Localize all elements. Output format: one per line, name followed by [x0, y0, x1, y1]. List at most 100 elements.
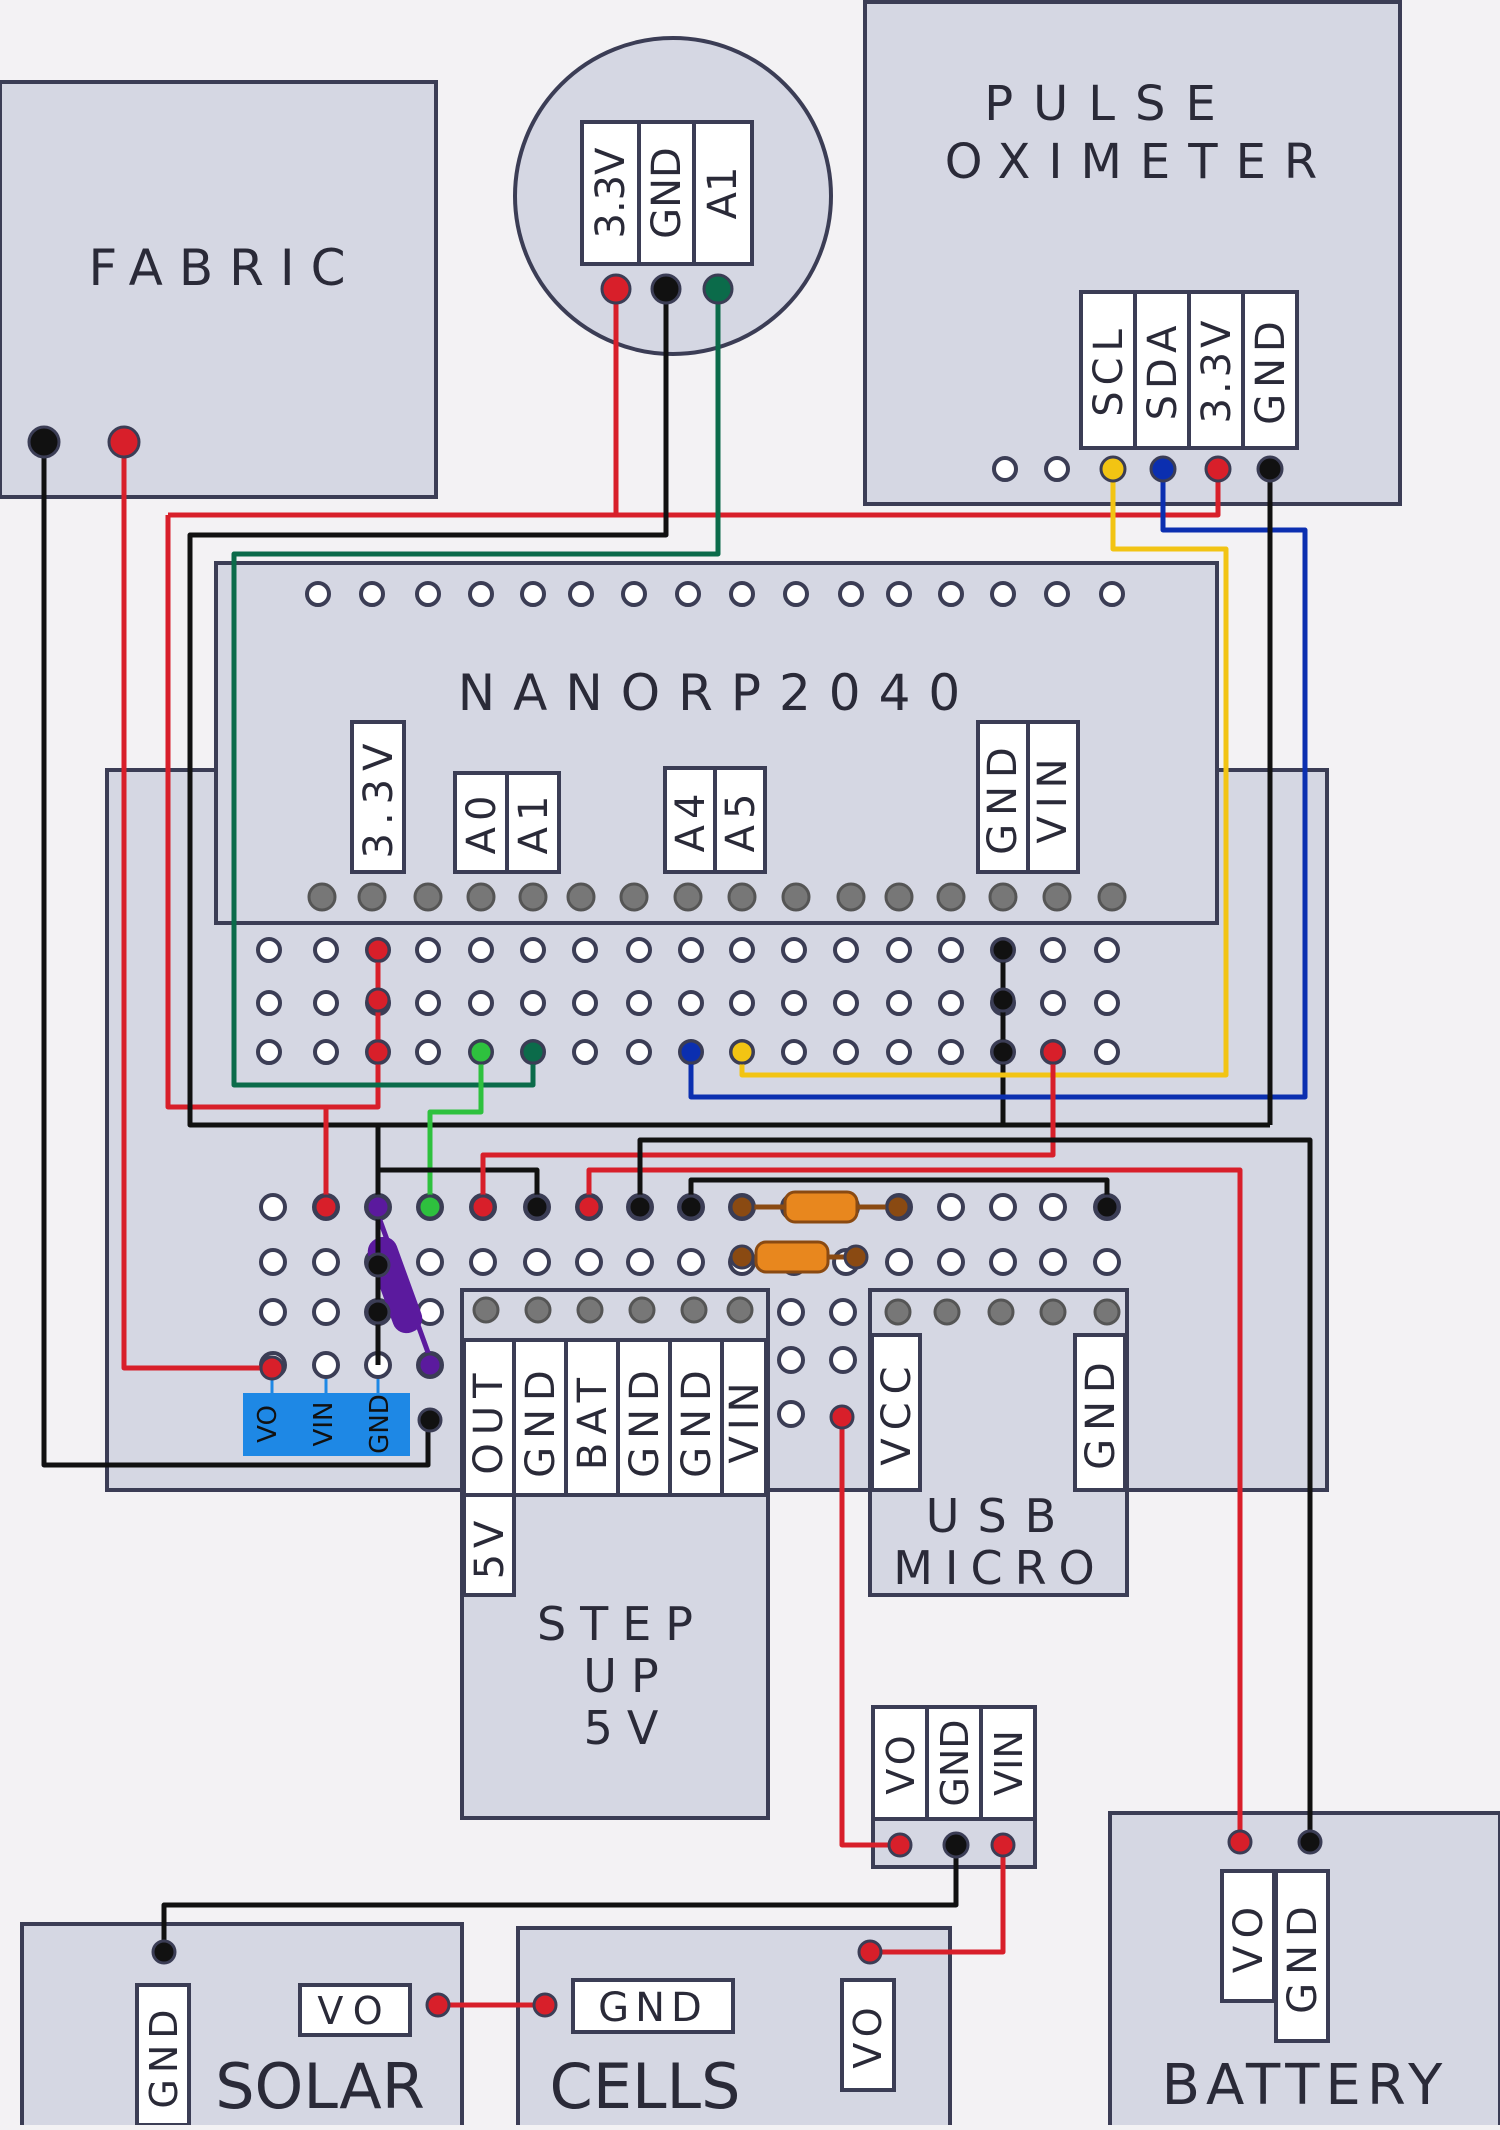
nano-bottom-pin	[988, 882, 1018, 912]
usb-label: USB	[926, 1489, 1074, 1543]
reg-pin-gnd: GND	[365, 1394, 395, 1454]
perfboard-hole	[777, 1298, 805, 1326]
solar-module: GND VO SOLAR	[20, 1922, 464, 2130]
po-pin-3v3: 3.3V	[1194, 317, 1240, 424]
step-label: STEP	[537, 1597, 707, 1651]
wires	[41, 289, 1313, 2008]
solar-label: SOLAR	[215, 2050, 425, 2123]
nano-top-pin	[729, 581, 755, 607]
wire	[121, 442, 272, 1371]
su-pin-gnd1: GND	[518, 1362, 564, 1478]
connection-point	[1256, 455, 1284, 483]
perfboard-hole	[833, 990, 859, 1016]
cells-pin-vo: VO	[846, 2001, 890, 2068]
connection-point	[1040, 1039, 1066, 1065]
nano-pin-a0: A0	[459, 790, 505, 855]
po-pin	[992, 456, 1018, 482]
connection-point	[702, 273, 734, 305]
micro-label: MICRO	[893, 1541, 1107, 1595]
nano-rp2040-module: NANORP2040 3.3V A0 A1 A4 A5 GND VIN	[214, 561, 1219, 925]
reg-pin-vo: VO	[253, 1405, 283, 1443]
wire	[739, 469, 1229, 1078]
perfboard-hole	[781, 937, 807, 963]
perfboard-hole	[313, 990, 339, 1016]
step-up-pin	[472, 1296, 500, 1324]
fabric-label: FABRIC	[88, 239, 361, 297]
perfboard-hole	[312, 1298, 340, 1326]
solar-pin-vo: VO	[317, 1989, 392, 2033]
connection-point	[107, 425, 141, 459]
nano-top-pin	[520, 581, 546, 607]
cells-pin-gnd: GND	[598, 1985, 708, 2031]
wire	[165, 515, 381, 1110]
connection-point	[650, 273, 682, 305]
nano-bottom-pin	[1042, 882, 1072, 912]
perfboard-hole	[777, 1400, 805, 1428]
charger-pin-vo: VO	[879, 1731, 923, 1794]
battery-module: VO GND BATTERY	[1108, 1811, 1500, 2130]
su-pin-gnd3: GND	[674, 1362, 720, 1478]
perfboard-hole	[678, 937, 704, 963]
connection-point	[417, 1407, 443, 1433]
perfboard-hole	[416, 1248, 444, 1276]
perfboard-hole	[833, 937, 859, 963]
cells-label: CELLS	[550, 2050, 741, 2123]
perfboard-hole	[626, 990, 652, 1016]
perfboard-hole	[937, 1248, 965, 1276]
perfboard-hole	[1094, 990, 1120, 1016]
wire	[231, 289, 721, 1088]
step-up-module: OUT GND BAT GND GND VIN 5V STEP UP 5V	[460, 1288, 770, 1820]
step-up-pin	[524, 1296, 552, 1324]
pulse-label: PULSE	[984, 76, 1236, 132]
connection-point	[729, 1194, 755, 1220]
connection-point	[365, 1252, 391, 1278]
nano-bottom-pin	[884, 882, 914, 912]
connection-point	[678, 1194, 704, 1220]
step-up-pin	[680, 1296, 708, 1324]
perfboard-hole	[886, 937, 912, 963]
nano-top-pin	[468, 581, 494, 607]
perfboard-hole	[677, 1248, 705, 1276]
nano-bottom-pin	[836, 882, 866, 912]
nano-bottom-pin	[781, 882, 811, 912]
connection-point	[313, 1194, 339, 1220]
battery-pin-vo: VO	[1226, 1899, 1272, 1973]
connection-point	[843, 1244, 869, 1270]
perfboard-hole	[259, 1298, 287, 1326]
reg-pin-vin: VIN	[309, 1402, 339, 1447]
charger-pin-gnd: GND	[933, 1719, 977, 1806]
connection-point	[600, 273, 632, 305]
perfboard-hole	[256, 1039, 282, 1065]
connection-point	[524, 1194, 550, 1220]
usb-pin-vcc: VCC	[874, 1358, 920, 1465]
usb-pin	[933, 1298, 961, 1326]
perfboard-hole	[575, 1248, 603, 1276]
perfboard-hole	[259, 1193, 287, 1221]
pulse-oximeter-module: PULSE OXIMETER SCL SDA 3.3V GND	[863, 0, 1402, 506]
perfboard-hole	[938, 937, 964, 963]
step-up-pin	[628, 1296, 656, 1324]
perfboard-hole	[312, 1351, 340, 1379]
connection-point	[259, 1355, 285, 1381]
charger-pin-vin: VIN	[987, 1730, 1031, 1796]
step-up-pin	[726, 1296, 754, 1324]
sensor-module: 3.3V GND A1	[513, 36, 833, 356]
connection-point	[27, 425, 61, 459]
perfboard-hole	[781, 1039, 807, 1065]
connection-point	[1227, 1829, 1253, 1855]
nano-bottom-pin	[357, 882, 387, 912]
nano-bottom-pin	[518, 882, 548, 912]
nano-bottom-pin	[466, 882, 496, 912]
connection-point	[729, 1244, 755, 1270]
usb-pin	[987, 1298, 1015, 1326]
nano-top-pin	[938, 581, 964, 607]
nano-bottom-pin	[936, 882, 966, 912]
perfboard-hole	[1040, 937, 1066, 963]
wire	[586, 1167, 1243, 1842]
connection-point	[1297, 1829, 1323, 1855]
sensor-pin-gnd: GND	[644, 147, 690, 239]
nano-bottom-pin	[1097, 882, 1127, 912]
connection-point	[468, 1039, 494, 1065]
perfboard-hole	[523, 1248, 551, 1276]
cells-module: GND VO CELLS	[516, 1926, 952, 2130]
